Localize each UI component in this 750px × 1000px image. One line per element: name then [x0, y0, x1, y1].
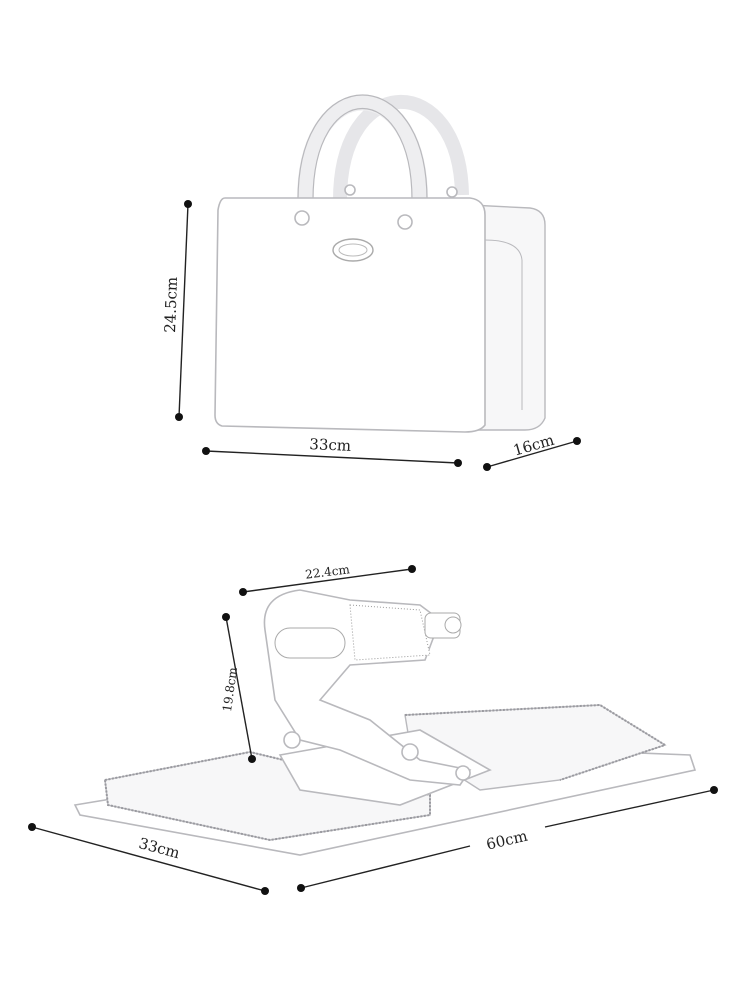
device-width-label: 22.4cm — [304, 562, 351, 581]
bag-width-dimension: 33cm — [202, 435, 462, 467]
bag-height-dimension: 24.5cm — [161, 200, 192, 421]
handbag-illustration — [214, 94, 546, 433]
bag-height-label: 24.5cm — [161, 277, 181, 334]
device-height-label: 19.8cm — [220, 666, 240, 713]
bag-depth-label: 16cm — [511, 431, 556, 460]
unfolded-length-label: 60cm — [485, 827, 530, 854]
bag-depth-dimension: 16cm — [483, 431, 581, 471]
device-width-dimension: 22.4cm — [239, 562, 416, 596]
bag-width-label: 33cm — [309, 435, 351, 455]
unfolded-device-illustration — [73, 589, 697, 856]
device-height-dimension: 19.8cm — [220, 613, 256, 763]
